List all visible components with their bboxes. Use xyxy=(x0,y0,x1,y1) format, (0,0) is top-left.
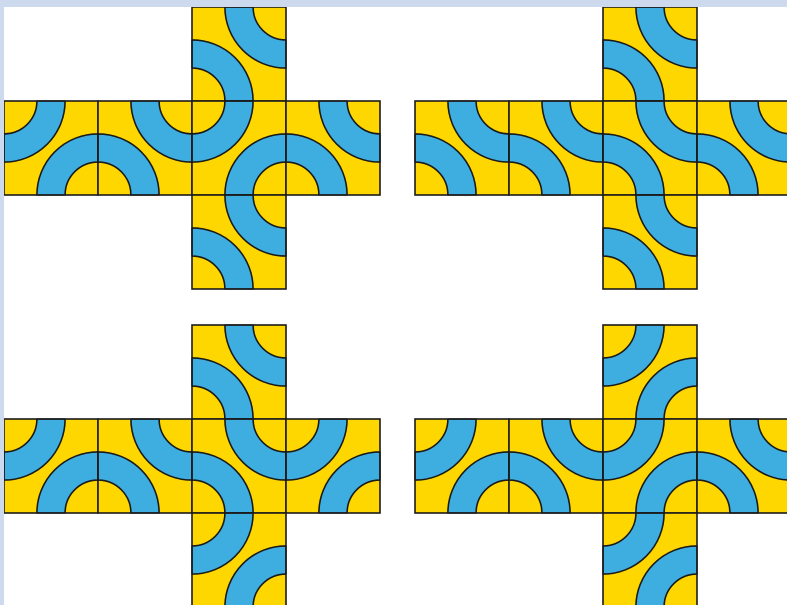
face-top xyxy=(192,325,286,419)
face-bottom xyxy=(192,513,286,605)
net-top-right xyxy=(415,7,787,289)
face-center-left xyxy=(509,419,603,513)
face-center xyxy=(192,101,286,195)
face-top xyxy=(603,325,697,419)
face-bottom xyxy=(603,513,697,605)
face-left xyxy=(415,101,509,195)
face-right xyxy=(286,101,380,195)
face-top xyxy=(603,7,697,101)
face-bottom xyxy=(192,195,286,289)
face-center xyxy=(603,101,697,195)
face-left xyxy=(4,101,98,195)
face-top xyxy=(192,7,286,101)
face-left xyxy=(4,419,98,513)
face-center-left xyxy=(98,419,192,513)
face-left xyxy=(415,419,509,513)
face-right xyxy=(286,419,380,513)
net-bottom-right xyxy=(415,325,787,605)
face-center-left xyxy=(98,101,192,195)
face-center-left xyxy=(509,101,603,195)
net-top-left xyxy=(4,7,380,289)
face-right xyxy=(697,419,787,513)
face-right xyxy=(697,101,787,195)
net-bottom-left xyxy=(4,325,380,605)
face-bottom xyxy=(603,195,697,289)
face-center xyxy=(603,419,697,513)
face-center xyxy=(192,419,286,513)
